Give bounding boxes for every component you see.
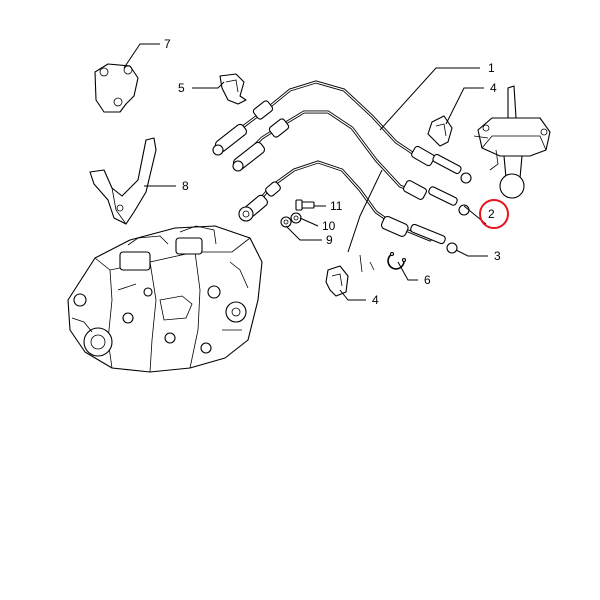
cable-3-end-right xyxy=(381,215,458,254)
part-4-clip-lower xyxy=(325,265,349,297)
part-10-washer xyxy=(290,212,302,224)
part-8-support xyxy=(89,137,157,225)
callout-4-lower: 4 xyxy=(372,293,379,307)
cable-1-end-right-a xyxy=(411,145,472,184)
callout-10: 10 xyxy=(322,219,336,233)
part-6-circlip xyxy=(387,251,407,270)
cable-1-upper xyxy=(212,80,472,216)
cable-3-end-left xyxy=(238,181,281,222)
cable-1-end-left-b xyxy=(232,118,290,172)
highlight-circle xyxy=(479,199,509,229)
callout-5: 5 xyxy=(178,81,185,95)
cable-3-lower xyxy=(238,160,458,254)
callouts: 1 2 3 4 4 5 6 7 8 9 10 11 xyxy=(164,37,501,307)
callout-9: 9 xyxy=(326,233,333,247)
part-9-bushing xyxy=(280,216,292,228)
callout-1: 1 xyxy=(488,61,495,75)
callout-7: 7 xyxy=(164,37,171,51)
cable-1-end-left-a xyxy=(212,100,274,156)
callout-3: 3 xyxy=(494,249,501,263)
gearbox-housing xyxy=(67,225,263,373)
part-7-bracket xyxy=(94,63,139,113)
leader-lines xyxy=(123,43,488,301)
gear-lever-assembly xyxy=(473,85,551,199)
callout-11: 11 xyxy=(330,199,343,213)
callout-4-upper: 4 xyxy=(490,81,497,95)
part-5-clip xyxy=(219,73,247,105)
cable-1-end-right-b xyxy=(402,180,470,216)
callout-2: 2 xyxy=(488,207,495,221)
part-11-bolt xyxy=(295,199,315,211)
callout-8: 8 xyxy=(182,179,189,193)
callout-6: 6 xyxy=(424,273,431,287)
part-4-clip-upper xyxy=(427,115,453,147)
